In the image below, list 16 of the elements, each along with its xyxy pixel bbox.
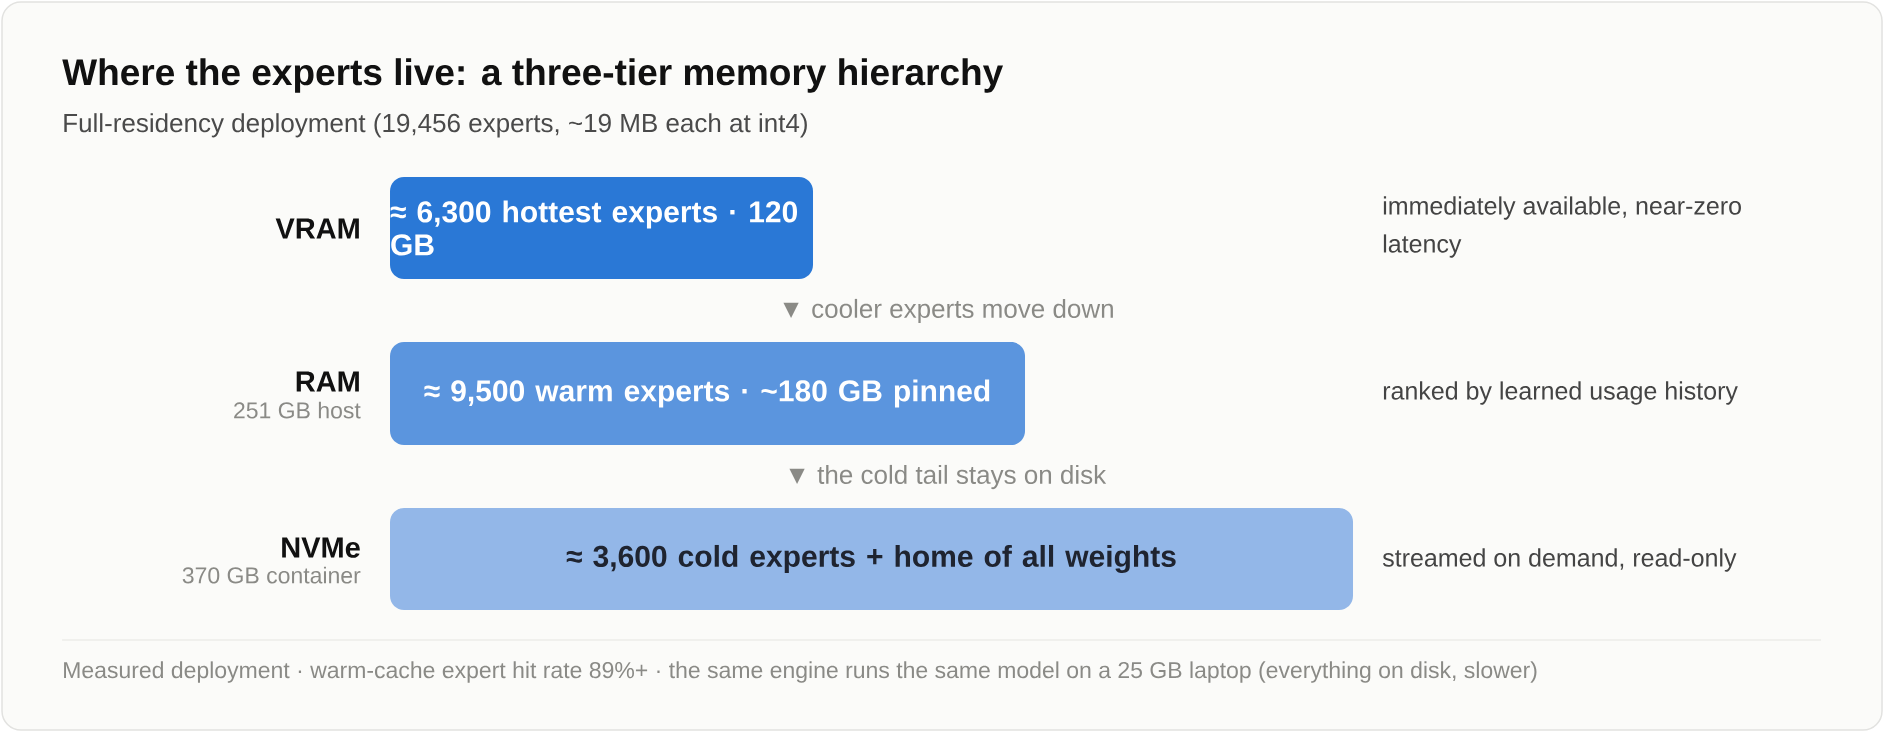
arrow-label: ▼ cooler experts move down xyxy=(783,298,1113,324)
tier-label: VRAM xyxy=(275,218,359,239)
tier-box: ≈ 3,600 cold experts + home of all weights xyxy=(390,508,1353,610)
footnote: Measured deployment · warm-cache expert hit rate 89%+ · the same engine runs the same model on a 25 GB laptop (everything on disk, slower) xyxy=(64,661,1537,683)
tier-note: immediately available, near-zero latency xyxy=(1383,196,1741,258)
tier-size: 251 GB host xyxy=(234,401,361,419)
arrow-label: ▼ the cold tail stays on disk xyxy=(789,464,1107,490)
subtitle: Full-residency deployment (19,456 experts, ~19 MB each at int4) xyxy=(64,113,807,138)
tier-box: ≈ 9,500 warm experts · ~180 GB pinned xyxy=(390,342,1025,445)
tier-note: ranked by learned usage history xyxy=(1383,381,1738,405)
tier-label: RAM xyxy=(296,371,359,392)
title: Where the experts live: a three-tier memory hierarchy xyxy=(62,58,1003,93)
tier-box: ≈ 6,300 hottest experts · 120 GB xyxy=(390,177,813,279)
tier-label: NVMe xyxy=(282,537,360,558)
tier-size: 370 GB container xyxy=(182,566,361,584)
tier-note: streamed on demand, read-only xyxy=(1382,548,1737,572)
